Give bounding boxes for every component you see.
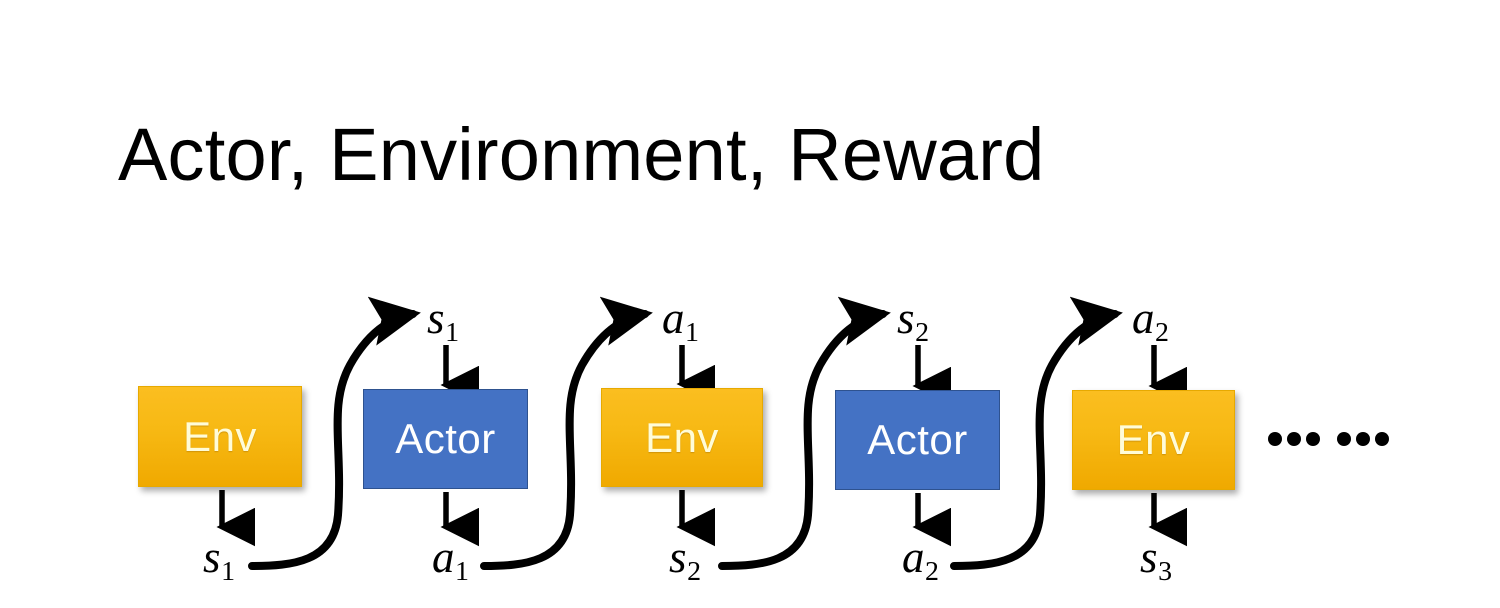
node-label: Actor: [867, 416, 968, 463]
node-label: Actor: [395, 415, 496, 462]
node-label: Env: [645, 413, 719, 461]
ellipsis-dot: [1268, 432, 1282, 446]
node-env-3[interactable]: Env: [1072, 390, 1235, 490]
ellipsis-dot: [1337, 432, 1351, 446]
label-state-s2-bottom: s2: [669, 532, 702, 588]
page-title: Actor, Environment, Reward: [118, 113, 1045, 196]
label-action-a1-top: a1: [662, 293, 699, 349]
label-state-s2-top: s2: [897, 293, 930, 349]
ellipsis-dot: [1356, 432, 1370, 446]
label-action-a2-bottom: a2: [902, 532, 939, 588]
node-actor-1[interactable]: Actor: [363, 389, 528, 489]
ellipsis-dot: [1287, 432, 1301, 446]
label-action-a1-bottom: a1: [432, 532, 469, 588]
node-label: Env: [183, 412, 257, 460]
node-env-2[interactable]: Env: [601, 388, 763, 487]
node-label: Env: [1116, 416, 1191, 463]
ellipsis-dot: [1306, 432, 1320, 446]
ellipsis-dot: [1375, 432, 1389, 446]
node-actor-2[interactable]: Actor: [835, 390, 1000, 490]
label-state-s1-bottom: s1: [203, 532, 236, 588]
node-env-1[interactable]: Env: [138, 386, 302, 487]
label-action-a2-top: a2: [1132, 293, 1169, 349]
label-state-s1-top: s1: [427, 293, 460, 349]
ellipsis-icon: [1268, 432, 1389, 446]
ellipsis-gap: [1325, 439, 1332, 440]
label-state-s3-bottom: s3: [1140, 532, 1173, 588]
